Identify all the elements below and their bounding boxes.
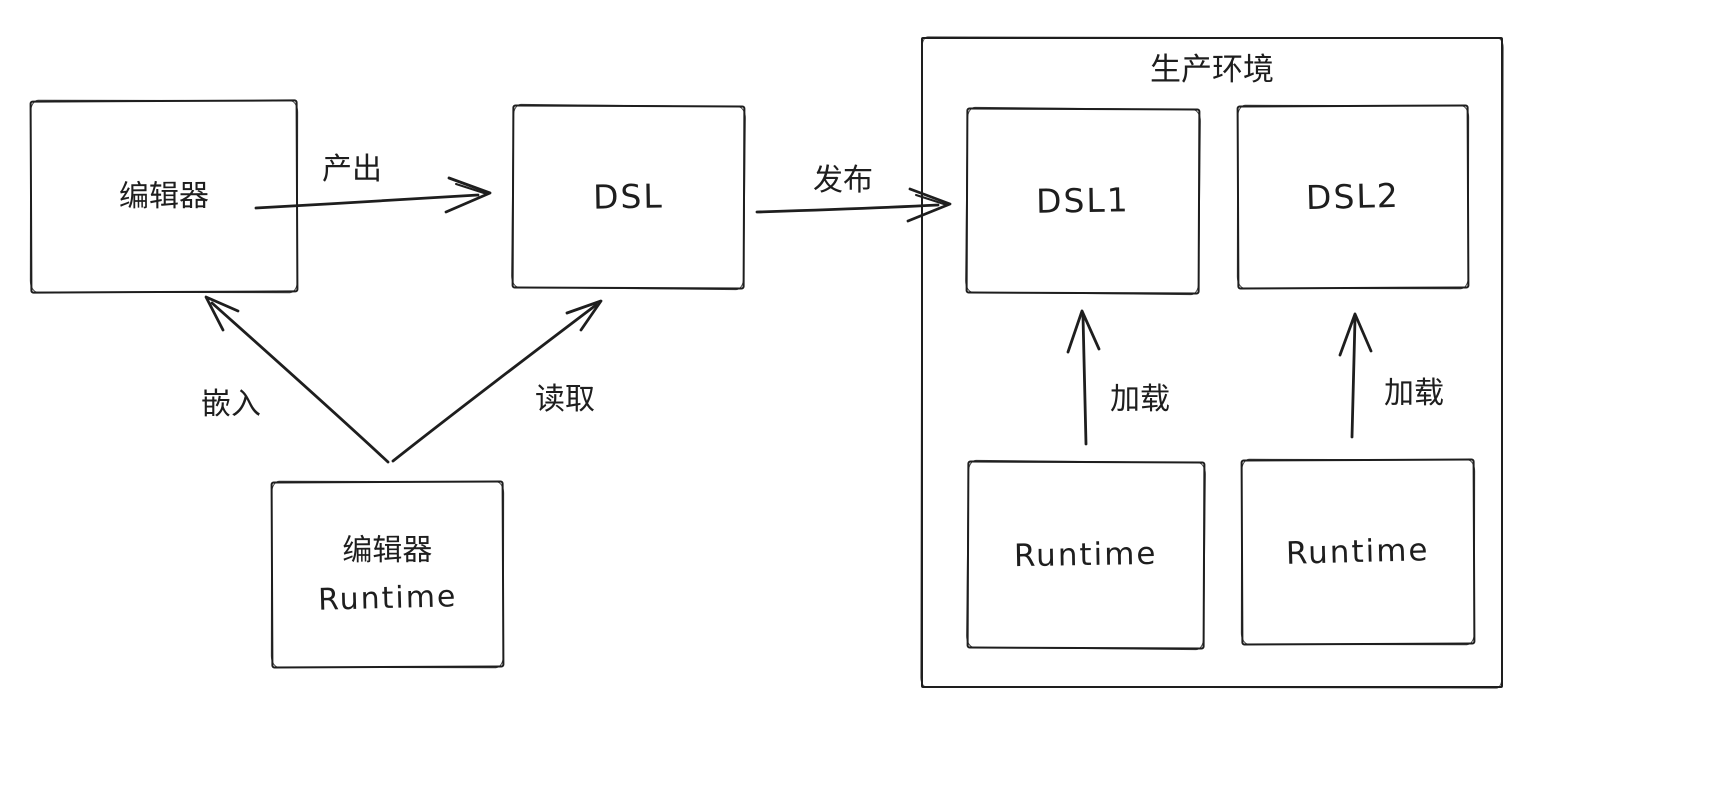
node-dsl-label: DSL xyxy=(592,176,665,217)
node-dsl: DSL xyxy=(511,104,746,290)
edge-label-publish: 发布 xyxy=(813,163,873,198)
edge-label-load-right: 加载 xyxy=(1384,376,1444,411)
node-dsl1-label: DSL1 xyxy=(1035,180,1131,222)
production-environment-title: 生产环境 xyxy=(1150,52,1274,88)
node-editor-label: 编辑器 xyxy=(118,178,210,214)
node-runtime1-label: Runtime xyxy=(1013,535,1159,574)
edge-label-produce: 产出 xyxy=(322,152,382,187)
edge-label-read: 读取 xyxy=(535,382,595,417)
node-dsl2-label: DSL2 xyxy=(1305,176,1401,218)
node-editor-runtime: 编辑器 Runtime xyxy=(270,480,505,669)
node-dsl1: DSL1 xyxy=(965,107,1201,295)
node-runtime2: Runtime xyxy=(1240,458,1476,646)
node-runtime1: Runtime xyxy=(966,460,1206,650)
node-editor-runtime-label-line1: 编辑器 xyxy=(342,532,433,569)
node-dsl2: DSL2 xyxy=(1236,104,1470,290)
edge-label-load-left: 加载 xyxy=(1110,382,1170,417)
node-runtime2-label: Runtime xyxy=(1285,531,1431,572)
edge-label-embed: 嵌入 xyxy=(201,387,261,422)
node-editor: 编辑器 xyxy=(29,99,299,294)
node-editor-runtime-label-line2: Runtime xyxy=(317,578,458,618)
